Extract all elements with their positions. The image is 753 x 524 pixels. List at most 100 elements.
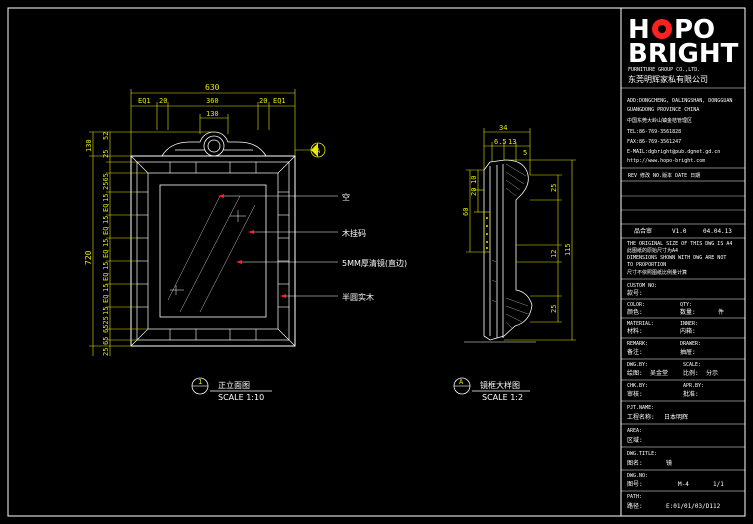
field-path-value: E:01/01/03/D112 (666, 503, 721, 510)
revision-header: REV 修改 NO.版本 DATE 日期 (628, 172, 700, 179)
callout-label-mirror: 5MM厚清镜(直边) (342, 258, 407, 268)
revision-row-date: 04.04.13 (703, 228, 732, 235)
frame-blocks (130, 155, 296, 347)
company-info-line: E-MAIL:dgbright@pub.dgnet.gd.cn (627, 149, 720, 155)
callout-label-halfround: 半圆实木 (342, 292, 374, 302)
section-view-title-block: A 镜框大样图 SCALE 1:2 (453, 377, 530, 402)
company-info-line: GUANGDONG PROVINCE CHINA (627, 107, 699, 113)
field-scale-cn: 比例: (683, 369, 699, 377)
front-view-marker: 1 (198, 378, 202, 386)
logo-line1-left: H (628, 15, 650, 45)
title-block: H PO BRIGHT FURNITURE GROUP CO.,LTD. 东莞明… (620, 8, 745, 516)
field-dwgtitle-cn: 图名: (627, 459, 643, 467)
field-path-cn: 路径: (627, 502, 643, 510)
revision-row-version: V1.0 (672, 228, 687, 235)
field-qty-en: QTY: (680, 302, 692, 308)
section-dim-right-1: 25 (550, 184, 558, 192)
field-dwgtitle-value: 镜 (666, 459, 672, 467)
leader-lines (220, 195, 338, 297)
drawing-notes: THE ORIGINAL SIZE OF THIS DWG IS A4 此图纸的… (627, 241, 732, 276)
section-view-title: 镜框大样图 (480, 380, 520, 390)
field-aprby-cn: 批准: (683, 390, 699, 398)
company-logo: H PO BRIGHT FURNITURE GROUP CO.,LTD. 东莞明… (628, 15, 739, 84)
frame-inner-line (136, 161, 290, 341)
dim-left-part: 6525 (102, 316, 110, 333)
glass-reflection-lines (167, 195, 256, 313)
field-dwgby-cn: 绘图: (627, 369, 643, 377)
dim-left-part: 25 (102, 348, 110, 356)
field-remark-cn: 备注: (627, 348, 643, 356)
outer-frame (130, 155, 296, 347)
dim-left-part: EQ (102, 295, 110, 303)
dim-left-part: 15 (102, 239, 110, 247)
section-dim-right-3: 25 (550, 305, 558, 313)
field-dwgno-en: DWG.NO: (627, 473, 648, 479)
section-bolt (483, 211, 491, 253)
company-info-line: FAX:86-769-3561247 (627, 139, 681, 145)
dim-top-part-5: EQ1 (273, 97, 286, 105)
field-pjtname-value: 日本明辉 (664, 413, 688, 421)
section-dimension-lines (464, 128, 576, 343)
field-chkby-en: CHK.BY: (627, 383, 648, 389)
detail-callout-a: A (295, 142, 326, 158)
company-info-line: http://www.hopo-bright.com (627, 158, 705, 164)
dim-left-part: EQ (102, 250, 110, 258)
field-scale-en: SCALE: (683, 362, 701, 368)
section-view-marker: A (459, 378, 464, 386)
field-dwgby-en: DWG.BY: (627, 362, 648, 368)
section-dim-left-3: 10 (470, 176, 478, 184)
dim-left-part: 15 (102, 262, 110, 270)
field-material-en: MATERIAL: (627, 321, 654, 327)
dim-left-part: 15 (102, 284, 110, 292)
section-dim-left-1: 60 (462, 208, 470, 216)
field-area-en: AREA: (627, 428, 642, 434)
section-hatch (491, 163, 529, 329)
front-elevation-view: 630 EQ1 20 360 20 EQ1 130 130 720 52 (84, 83, 407, 402)
front-top-dimensions (130, 89, 296, 156)
title-fields: CUSTOM NO: 款号: COLOR: 颜色: QTY: 数量: 件 MAT… (621, 283, 745, 510)
logo-line2: BRIGHT (628, 39, 739, 69)
section-dim-left-2: 20 (470, 188, 478, 196)
field-custom-en: CUSTOM NO: (627, 283, 657, 289)
drawing-border (7, 7, 746, 517)
note-line: 尺寸不依照图纸比例量计算 (627, 269, 687, 276)
field-area-cn: 区域: (627, 436, 643, 444)
note-line: 此图纸的原始尺寸为A4 (627, 247, 678, 254)
front-left-dimensions (89, 131, 214, 356)
field-pjtname-en: PJT.NAME: (627, 405, 654, 411)
dim-top-total: 630 (205, 83, 220, 92)
dim-left-head: 130 (85, 139, 93, 152)
dim-left-part: 15 (102, 307, 110, 315)
field-dwgno-cn: 图号: (627, 481, 643, 488)
field-color-en: COLOR: (627, 302, 645, 308)
dim-left-part: 15 (102, 216, 110, 224)
note-line: DIMENSIONS SHOWN WITH DWG ARE NOT (627, 255, 726, 261)
dim-top-part-4: 20 (259, 97, 267, 105)
section-dim-top-3: 13 (508, 138, 516, 146)
logo-sub-cn: 东莞明辉家私有限公司 (628, 74, 708, 84)
field-qty-cn: 数量: (680, 308, 696, 316)
field-remark-en: REMARK: (627, 341, 648, 347)
dim-left-part: 2565 (102, 173, 110, 190)
dim-left-part: 65 (102, 337, 110, 345)
note-line: THE ORIGINAL SIZE OF THIS DWG IS A4 (627, 241, 732, 247)
field-inner-cn: 内箱: (680, 327, 696, 335)
field-color-cn: 颜色: (627, 308, 643, 316)
callout-label-void: 空 (342, 192, 350, 202)
field-qty-value: 件 (718, 308, 724, 316)
center-marks (170, 210, 246, 295)
section-detail-view: 34 6.5 13 5 60 20 10 25 12 25 115 A 镜框大样… (453, 124, 576, 402)
field-dwgby-value: 吴金堂 (650, 369, 668, 377)
logo-line1-right: PO (674, 15, 715, 45)
front-view-title: 正立面图 (218, 380, 250, 390)
section-dim-top-4: 5 (523, 149, 527, 157)
callout-marker-label: A (316, 147, 321, 155)
field-chkby-cn: 审核: (627, 390, 643, 398)
dim-top-part-3: 360 (206, 97, 219, 105)
company-info-line: ADD:DONGCHENG, DALINGSHAN, DONGGUAN (627, 98, 732, 104)
front-view-title-block: 1 正立面图 SCALE 1:10 (191, 377, 272, 402)
field-dwgno-sheet: 1/1 (713, 481, 724, 488)
field-dwgno-value: M-4 (678, 481, 689, 488)
dim-left-parts: 52 25 2565 15 EQ 15 EQ 15 EQ 15 EQ 15 EQ… (102, 132, 110, 356)
